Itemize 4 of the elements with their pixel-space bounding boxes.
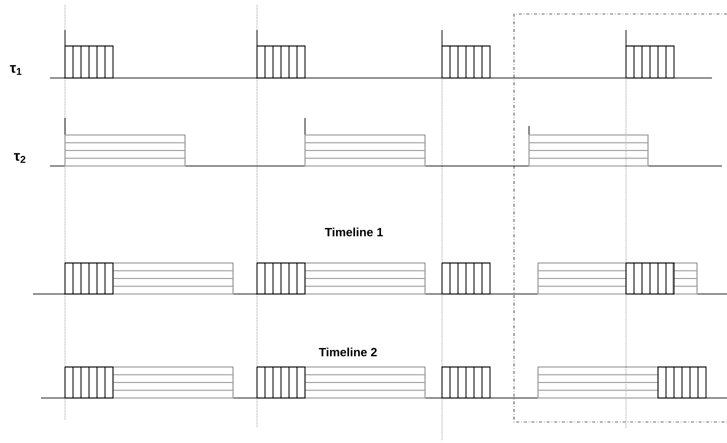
task-label: τ$_{2}$ <box>14 153 26 163</box>
task-label: τ$_{1}$ <box>10 65 22 75</box>
timeline-title: Timeline 1 <box>324 228 383 236</box>
timeline-title: Timeline 2 <box>318 348 377 356</box>
